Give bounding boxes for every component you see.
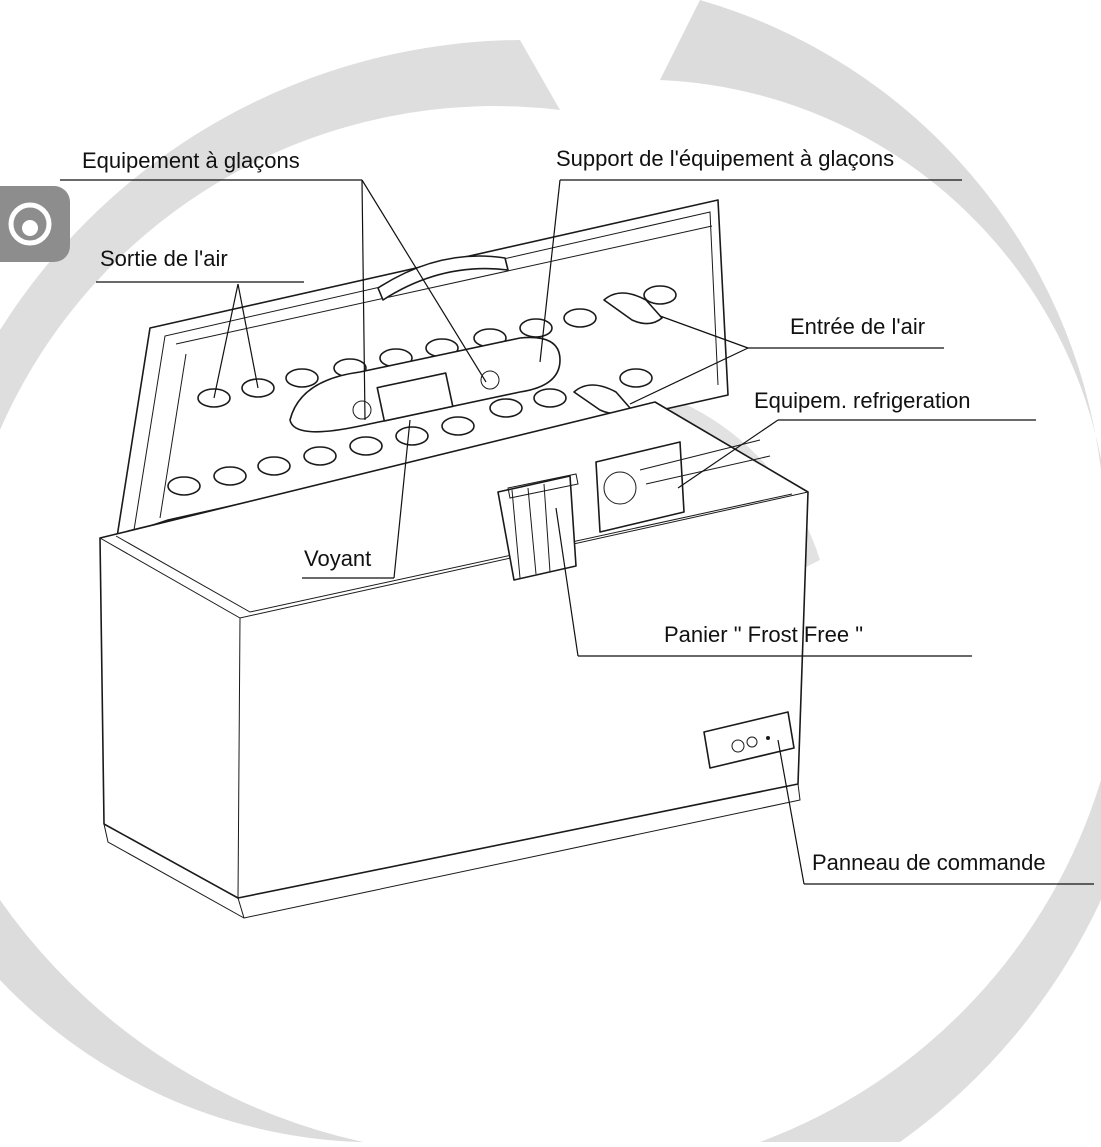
label-control-panel: Panneau de commande: [812, 850, 1046, 875]
callout-labels: Equipement à glaçons Support de l'équipe…: [82, 146, 1046, 875]
basket-drawing: [497, 473, 579, 581]
label-basket: Panier " Frost Free ": [664, 622, 863, 647]
ice-cube-row-bottom: [167, 368, 653, 496]
brand-badge: [0, 186, 70, 262]
label-refrigeration: Equipem. refrigeration: [754, 388, 970, 413]
label-air-outlet: Sortie de l'air: [100, 246, 228, 271]
label-ice-support: Support de l'équipement à glaçons: [556, 146, 894, 171]
brand-eye-icon: [8, 202, 52, 246]
label-ice-equipment: Equipement à glaçons: [82, 148, 300, 173]
freezer-body: [99, 199, 809, 919]
label-air-inlet: Entrée de l'air: [790, 314, 925, 339]
leader-lines: [60, 179, 1094, 885]
control-panel-drawing: [703, 711, 795, 769]
label-indicator: Voyant: [304, 546, 371, 571]
